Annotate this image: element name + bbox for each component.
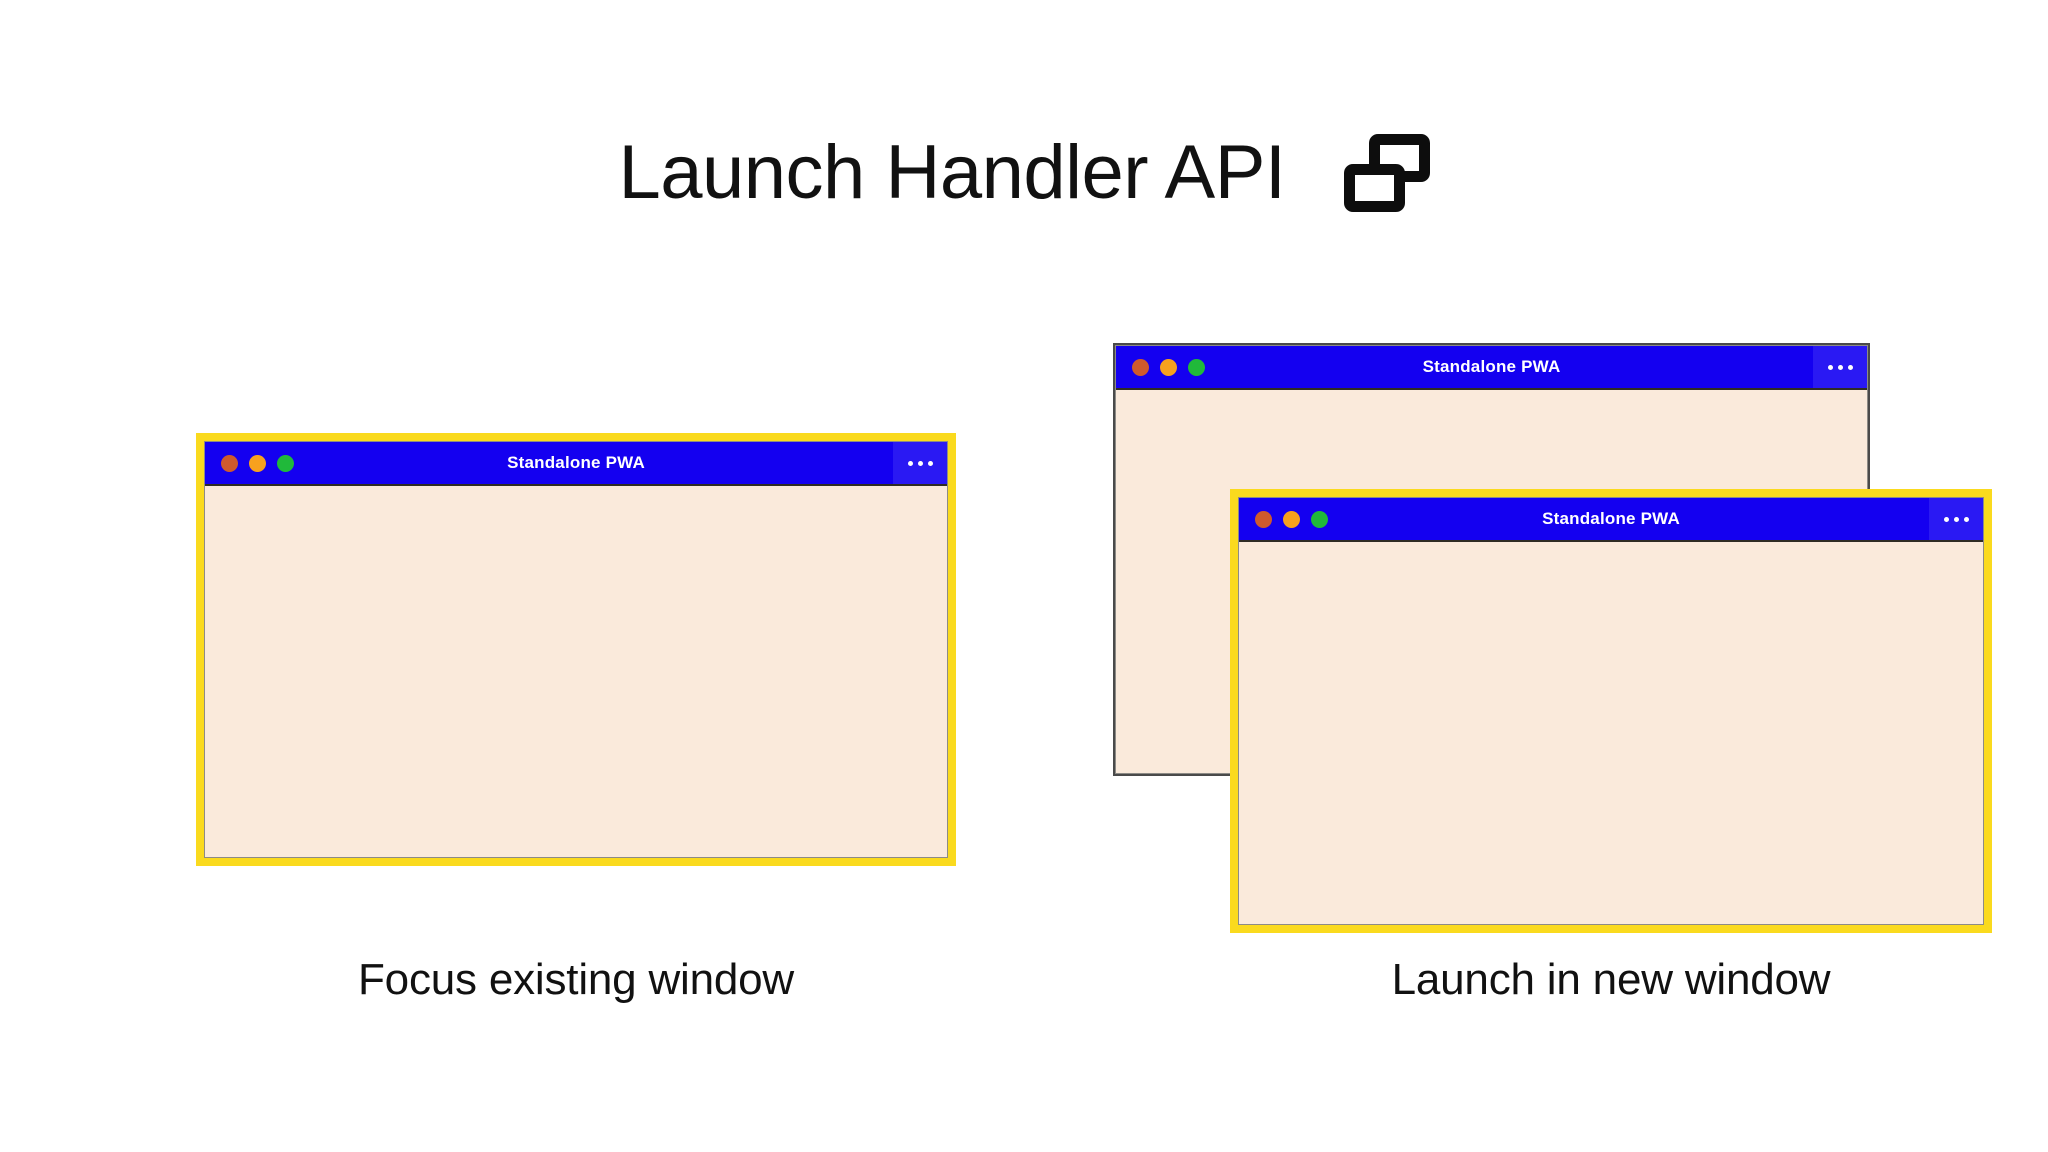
close-button-icon[interactable] — [1255, 510, 1272, 528]
window-pane-front-icon — [1343, 164, 1405, 212]
window-title: Standalone PWA — [507, 453, 645, 472]
menu-dot — [1837, 364, 1843, 370]
minimize-button-icon[interactable] — [1160, 358, 1177, 376]
more-horizontal-icon[interactable] — [893, 442, 947, 484]
minimize-button-icon[interactable] — [249, 454, 266, 472]
window-titlebar[interactable]: Standalone PWA — [1239, 498, 1983, 542]
menu-dot — [1963, 516, 1969, 522]
page-header: Launch Handler API — [0, 118, 2048, 228]
menu-dot — [927, 460, 933, 466]
close-button-icon[interactable] — [1132, 358, 1149, 376]
menu-dot — [1847, 364, 1853, 370]
window-content-area — [205, 486, 947, 857]
window-content-area — [1239, 542, 1983, 924]
window-inner: Standalone PWA — [204, 441, 948, 858]
zoom-button-icon[interactable] — [1311, 510, 1328, 528]
window-titlebar[interactable]: Standalone PWA — [1116, 346, 1867, 390]
window-title: Standalone PWA — [1542, 509, 1680, 528]
windows-stack-icon — [1343, 134, 1430, 212]
caption-launch-in-new-window: Launch in new window — [1391, 955, 1831, 1004]
zoom-button-icon[interactable] — [1188, 358, 1205, 376]
traffic-light-group — [205, 454, 294, 472]
window-inner: Standalone PWA — [1238, 497, 1984, 925]
window-mock-focus-existing[interactable]: Standalone PWA — [196, 433, 956, 866]
traffic-light-group — [1116, 358, 1205, 376]
menu-dot — [1953, 516, 1959, 522]
page-title: Launch Handler API — [618, 130, 1286, 215]
more-horizontal-icon[interactable] — [1929, 498, 1983, 540]
minimize-button-icon[interactable] — [1283, 510, 1300, 528]
zoom-button-icon[interactable] — [277, 454, 294, 472]
menu-dot — [1943, 516, 1949, 522]
window-titlebar[interactable]: Standalone PWA — [205, 442, 947, 486]
caption-focus-existing-window: Focus existing window — [358, 955, 794, 1004]
menu-dot — [917, 460, 923, 466]
traffic-light-group — [1239, 510, 1328, 528]
menu-dot — [1827, 364, 1833, 370]
close-button-icon[interactable] — [221, 454, 238, 472]
window-title: Standalone PWA — [1422, 357, 1561, 376]
more-horizontal-icon[interactable] — [1813, 346, 1867, 388]
menu-dot — [907, 460, 913, 466]
window-mock-new-window[interactable]: Standalone PWA — [1230, 489, 1992, 933]
